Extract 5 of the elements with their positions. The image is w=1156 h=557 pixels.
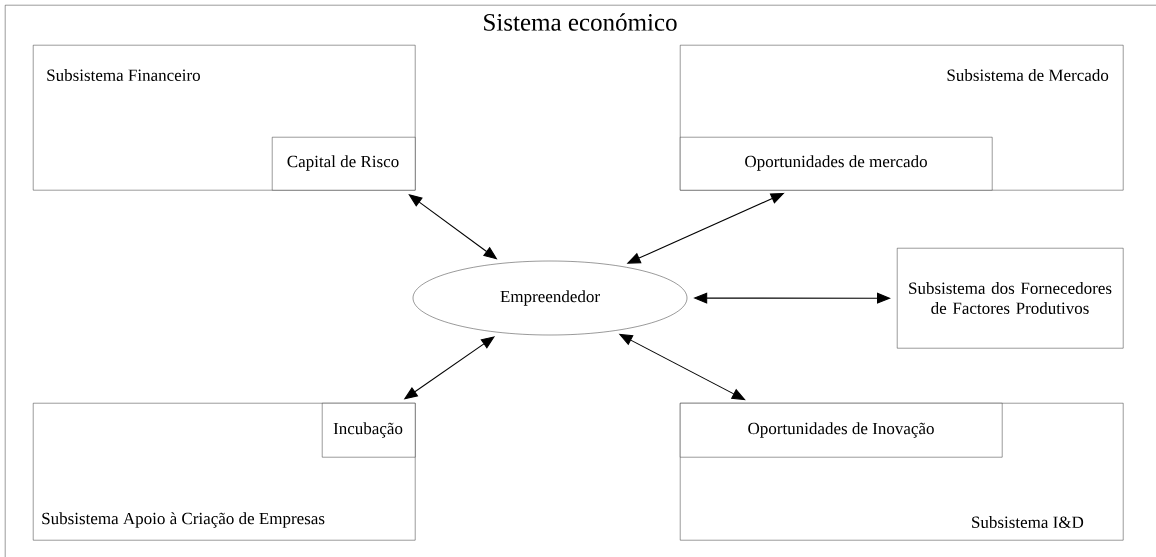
subsystem-box: Incubação [322,403,416,458]
subsystem-box: Oportunidades de mercado [680,137,993,191]
subsystem-box: Oportunidades de Inovação [680,403,1003,458]
subsystem-box: Subsistema dos Fornecedores de Factores Produtivos [897,248,1124,349]
subsystem-box: Capital de Risco [272,137,416,191]
